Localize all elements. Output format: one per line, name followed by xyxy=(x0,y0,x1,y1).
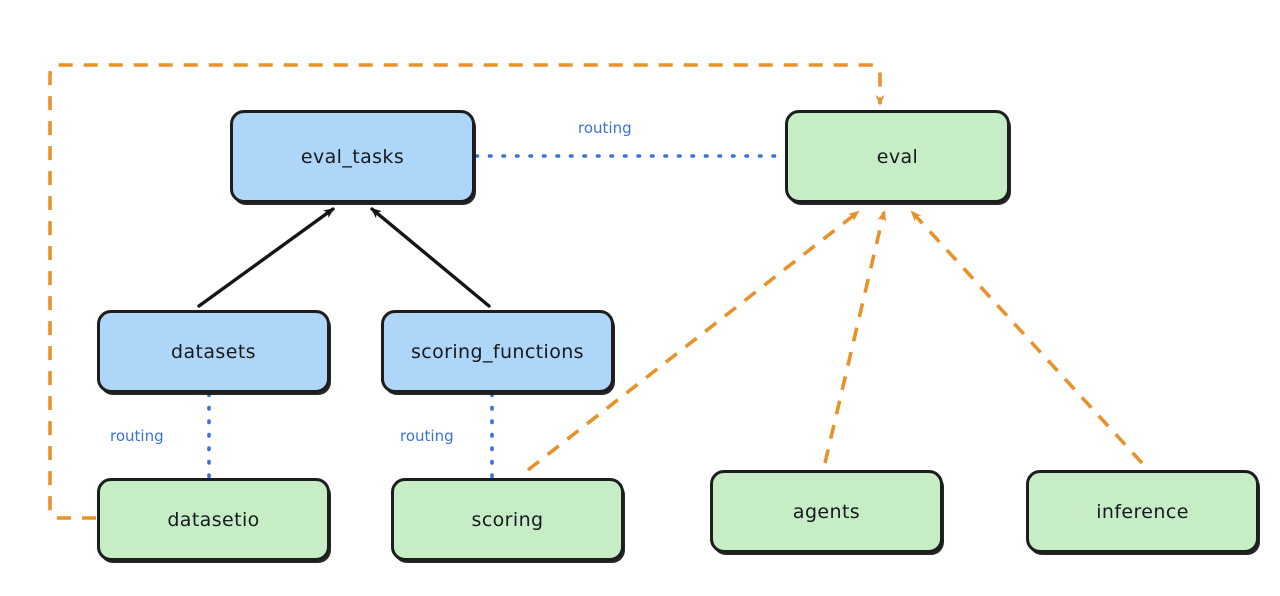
node-label-datasets: datasets xyxy=(171,340,256,363)
node-inference[interactable]: inference xyxy=(1026,470,1259,553)
node-eval[interactable]: eval xyxy=(785,110,1010,203)
edge-agents-to-eval xyxy=(823,210,887,464)
node-label-eval-tasks: eval_tasks xyxy=(300,145,405,168)
node-label-scoring-functions: scoring_functions xyxy=(411,340,584,363)
node-agents[interactable]: agents xyxy=(710,470,943,553)
node-scoring-functions[interactable]: scoring_functions xyxy=(381,310,614,393)
node-eval-tasks[interactable]: eval_tasks xyxy=(230,110,475,203)
edge-scoring_functions-to-eval_tasks xyxy=(370,207,491,308)
node-label-scoring: scoring xyxy=(471,508,544,531)
node-scoring[interactable]: scoring xyxy=(391,478,624,561)
node-label-agents: agents xyxy=(792,500,861,523)
node-datasets[interactable]: datasets xyxy=(97,310,330,393)
edge-label-routing-scoring-functions-scoring: routing xyxy=(400,427,454,445)
node-datasetio[interactable]: datasetio xyxy=(97,478,330,561)
edge-inference-to-eval xyxy=(910,210,1144,465)
node-label-eval: eval xyxy=(876,145,919,168)
edge-datasets-to-eval_tasks xyxy=(197,207,335,308)
edge-scoring-to-eval xyxy=(526,210,860,472)
edge-label-routing-eval-tasks-eval: routing xyxy=(578,119,632,137)
edge-label-routing-datasets-datasetio: routing xyxy=(110,427,164,445)
node-label-datasetio: datasetio xyxy=(167,508,260,531)
node-label-inference: inference xyxy=(1096,500,1189,523)
